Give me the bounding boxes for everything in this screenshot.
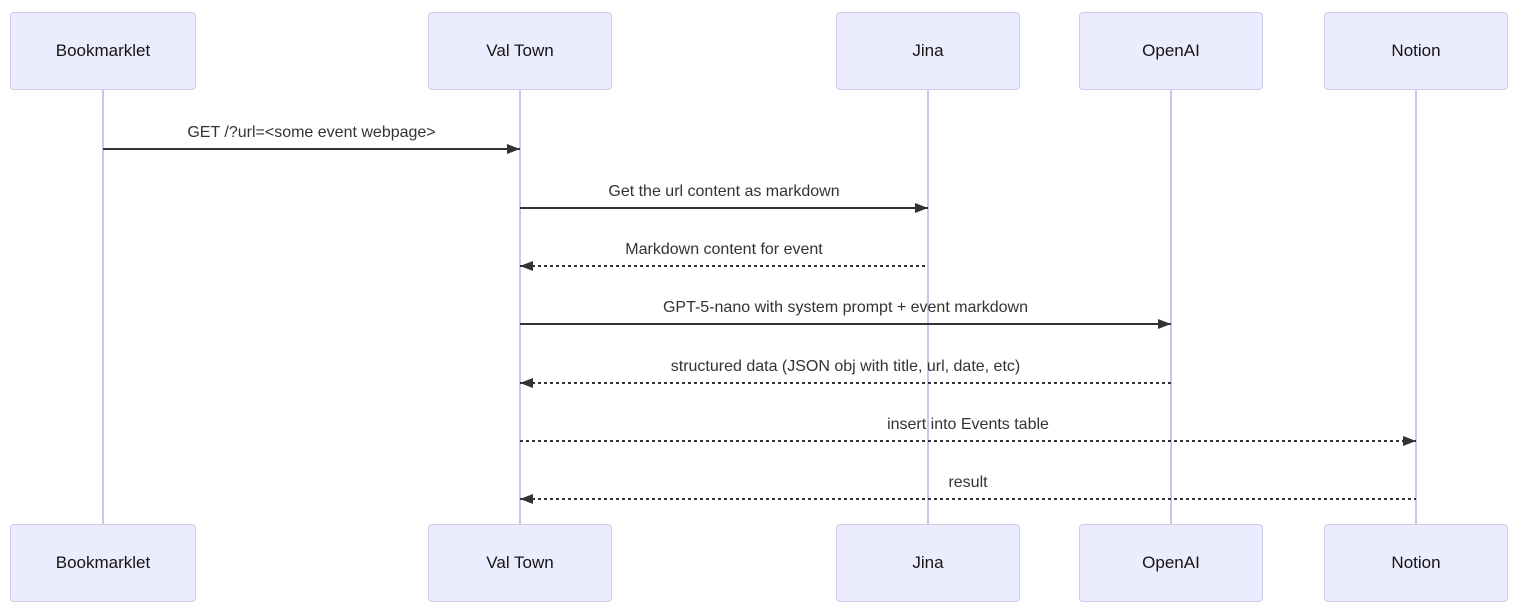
message-gpt5-nano-prompt: GPT-5-nano with system prompt + event ma… xyxy=(520,294,1171,329)
message-label: structured data (JSON obj with title, ur… xyxy=(670,358,1021,375)
participant-label: Bookmarklet xyxy=(55,553,151,572)
lifeline-jina xyxy=(927,90,929,524)
message-line-solid xyxy=(103,148,520,150)
participant-label: Jina xyxy=(912,553,944,572)
message-label: Markdown content for event xyxy=(625,241,823,258)
participant-label: Jina xyxy=(912,41,944,60)
participant-label: OpenAI xyxy=(1142,41,1200,60)
arrowhead-right-icon xyxy=(1158,319,1171,329)
arrowhead-left-icon xyxy=(520,494,533,504)
message-get-url-request: GET /?url=<some event webpage> xyxy=(103,119,520,154)
participant-val-town-bottom: Val Town xyxy=(428,524,612,602)
message-get-url-content: Get the url content as markdown xyxy=(520,178,928,213)
message-line-solid xyxy=(520,323,1171,325)
message-insert-events-table: insert into Events table xyxy=(520,411,1416,446)
participant-jina-top: Jina xyxy=(836,12,1020,90)
message-label: result xyxy=(948,474,988,491)
arrowhead-right-icon xyxy=(915,203,928,213)
message-line-dashed xyxy=(520,265,928,267)
message-structured-data: structured data (JSON obj with title, ur… xyxy=(520,353,1171,388)
participant-label: Bookmarklet xyxy=(55,41,151,60)
participant-openai-top: OpenAI xyxy=(1079,12,1263,90)
message-label: GPT-5-nano with system prompt + event ma… xyxy=(662,299,1029,316)
message-result: result xyxy=(520,469,1416,504)
message-line-dashed xyxy=(520,382,1171,384)
message-line-solid xyxy=(520,207,928,209)
participant-label: Val Town xyxy=(486,553,554,572)
participant-notion-bottom: Notion xyxy=(1324,524,1508,602)
lifeline-notion xyxy=(1415,90,1417,524)
participant-notion-top: Notion xyxy=(1324,12,1508,90)
message-label: insert into Events table xyxy=(887,416,1049,433)
arrowhead-right-icon xyxy=(507,144,520,154)
lifeline-bookmarklet xyxy=(102,90,104,524)
message-label: Get the url content as markdown xyxy=(608,183,840,200)
message-label: GET /?url=<some event webpage> xyxy=(187,124,436,141)
lifeline-openai xyxy=(1170,90,1172,524)
arrowhead-left-icon xyxy=(520,378,533,388)
participant-bookmarklet-bottom: Bookmarklet xyxy=(10,524,196,602)
participant-label: Notion xyxy=(1391,41,1441,60)
participant-label: Notion xyxy=(1391,553,1441,572)
arrowhead-left-icon xyxy=(520,261,533,271)
participant-bookmarklet-top: Bookmarklet xyxy=(10,12,196,90)
message-markdown-content: Markdown content for event xyxy=(520,236,928,271)
participant-openai-bottom: OpenAI xyxy=(1079,524,1263,602)
participant-jina-bottom: Jina xyxy=(836,524,1020,602)
message-line-dashed xyxy=(520,498,1416,500)
participant-label: OpenAI xyxy=(1142,553,1200,572)
arrowhead-right-icon xyxy=(1403,436,1416,446)
participant-val-town-top: Val Town xyxy=(428,12,612,90)
lifeline-val-town xyxy=(519,90,521,524)
participant-label: Val Town xyxy=(486,41,554,60)
message-line-dashed xyxy=(520,440,1416,442)
